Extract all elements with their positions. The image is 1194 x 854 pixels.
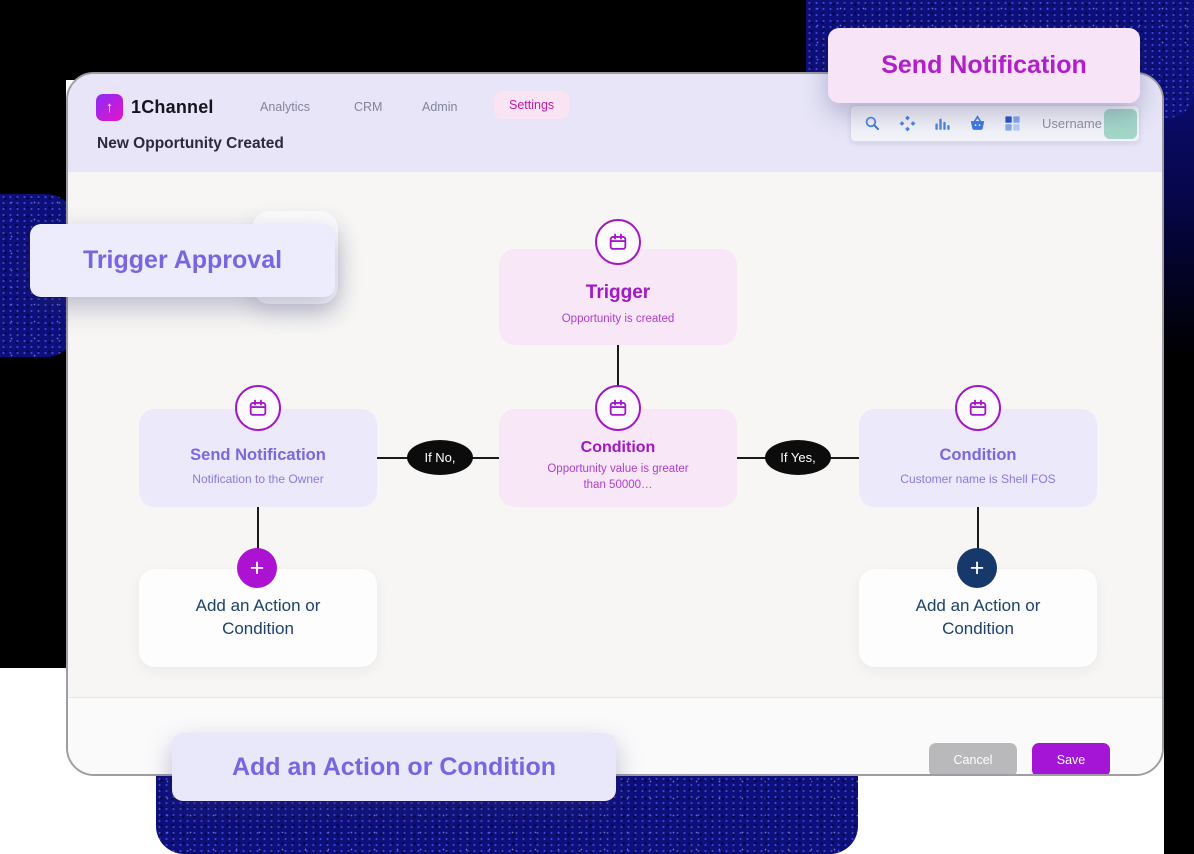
trigger-node-badge bbox=[595, 219, 641, 265]
save-button[interactable]: Save bbox=[1032, 743, 1110, 774]
logo-up-arrow-icon: ↑ bbox=[96, 94, 123, 121]
add-action-callout: Add an Action or Condition bbox=[172, 733, 616, 801]
basket-icon[interactable] bbox=[968, 114, 987, 133]
toolbar: Username bbox=[850, 105, 1140, 142]
username-label[interactable]: Username bbox=[1042, 116, 1102, 131]
app-window: ↑ 1Channel Analytics CRM Admin Settings … bbox=[66, 72, 1164, 776]
edge-right-add bbox=[977, 507, 979, 549]
nav-item-settings[interactable]: Settings bbox=[494, 91, 570, 119]
page-title: New Opportunity Created bbox=[97, 135, 284, 152]
trigger-approval-callout: Trigger Approval bbox=[30, 224, 335, 297]
condition-center-title: Condition bbox=[580, 438, 656, 456]
add-step-button-right[interactable]: + bbox=[957, 548, 997, 588]
avatar[interactable] bbox=[1104, 109, 1137, 139]
condition-right-subtitle: Customer name is Shell FOS bbox=[900, 472, 1056, 486]
brand-name: 1Channel bbox=[131, 97, 214, 117]
move-icon[interactable] bbox=[898, 114, 917, 133]
background-right-black bbox=[1164, 52, 1194, 854]
edge-trigger-condition bbox=[617, 345, 619, 385]
condition-center-badge bbox=[595, 385, 641, 431]
trigger-node-title: Trigger bbox=[585, 282, 651, 304]
send-notification-callout: Send Notification bbox=[828, 28, 1140, 103]
nav-item-crm[interactable]: CRM bbox=[354, 100, 383, 114]
brand: ↑ 1Channel bbox=[96, 94, 214, 121]
calendar-icon bbox=[969, 399, 987, 416]
condition-center-subtitle: Opportunity value is greater than 50000… bbox=[547, 462, 689, 491]
condition-right-badge bbox=[955, 385, 1001, 431]
grid-icon[interactable] bbox=[1003, 114, 1022, 133]
cancel-button[interactable]: Cancel bbox=[929, 743, 1017, 774]
add-step-button-left[interactable]: + bbox=[237, 548, 277, 588]
bar-chart-icon[interactable] bbox=[933, 114, 952, 133]
nav-item-admin[interactable]: Admin bbox=[422, 100, 458, 114]
edge-left-add bbox=[257, 507, 259, 549]
add-action-card-left-label: Add an Action or Condition bbox=[195, 596, 321, 638]
send-notification-title: Send Notification bbox=[190, 446, 326, 464]
search-icon[interactable] bbox=[863, 114, 882, 133]
calendar-icon bbox=[249, 399, 267, 416]
calendar-icon bbox=[609, 233, 627, 250]
send-notification-badge bbox=[235, 385, 281, 431]
nav-item-analytics[interactable]: Analytics bbox=[260, 100, 311, 114]
if-yes-badge: If Yes, bbox=[765, 440, 831, 475]
send-notification-subtitle: Notification to the Owner bbox=[192, 472, 324, 486]
add-action-card-right-label: Add an Action or Condition bbox=[915, 596, 1041, 638]
add-action-card-left[interactable]: Add an Action or Condition bbox=[139, 569, 377, 667]
trigger-node-subtitle: Opportunity is created bbox=[561, 313, 675, 326]
trigger-node[interactable]: Trigger Opportunity is created bbox=[499, 249, 737, 345]
if-no-badge: If No, bbox=[407, 440, 473, 475]
calendar-icon bbox=[609, 399, 627, 416]
condition-right-title: Condition bbox=[939, 446, 1017, 464]
